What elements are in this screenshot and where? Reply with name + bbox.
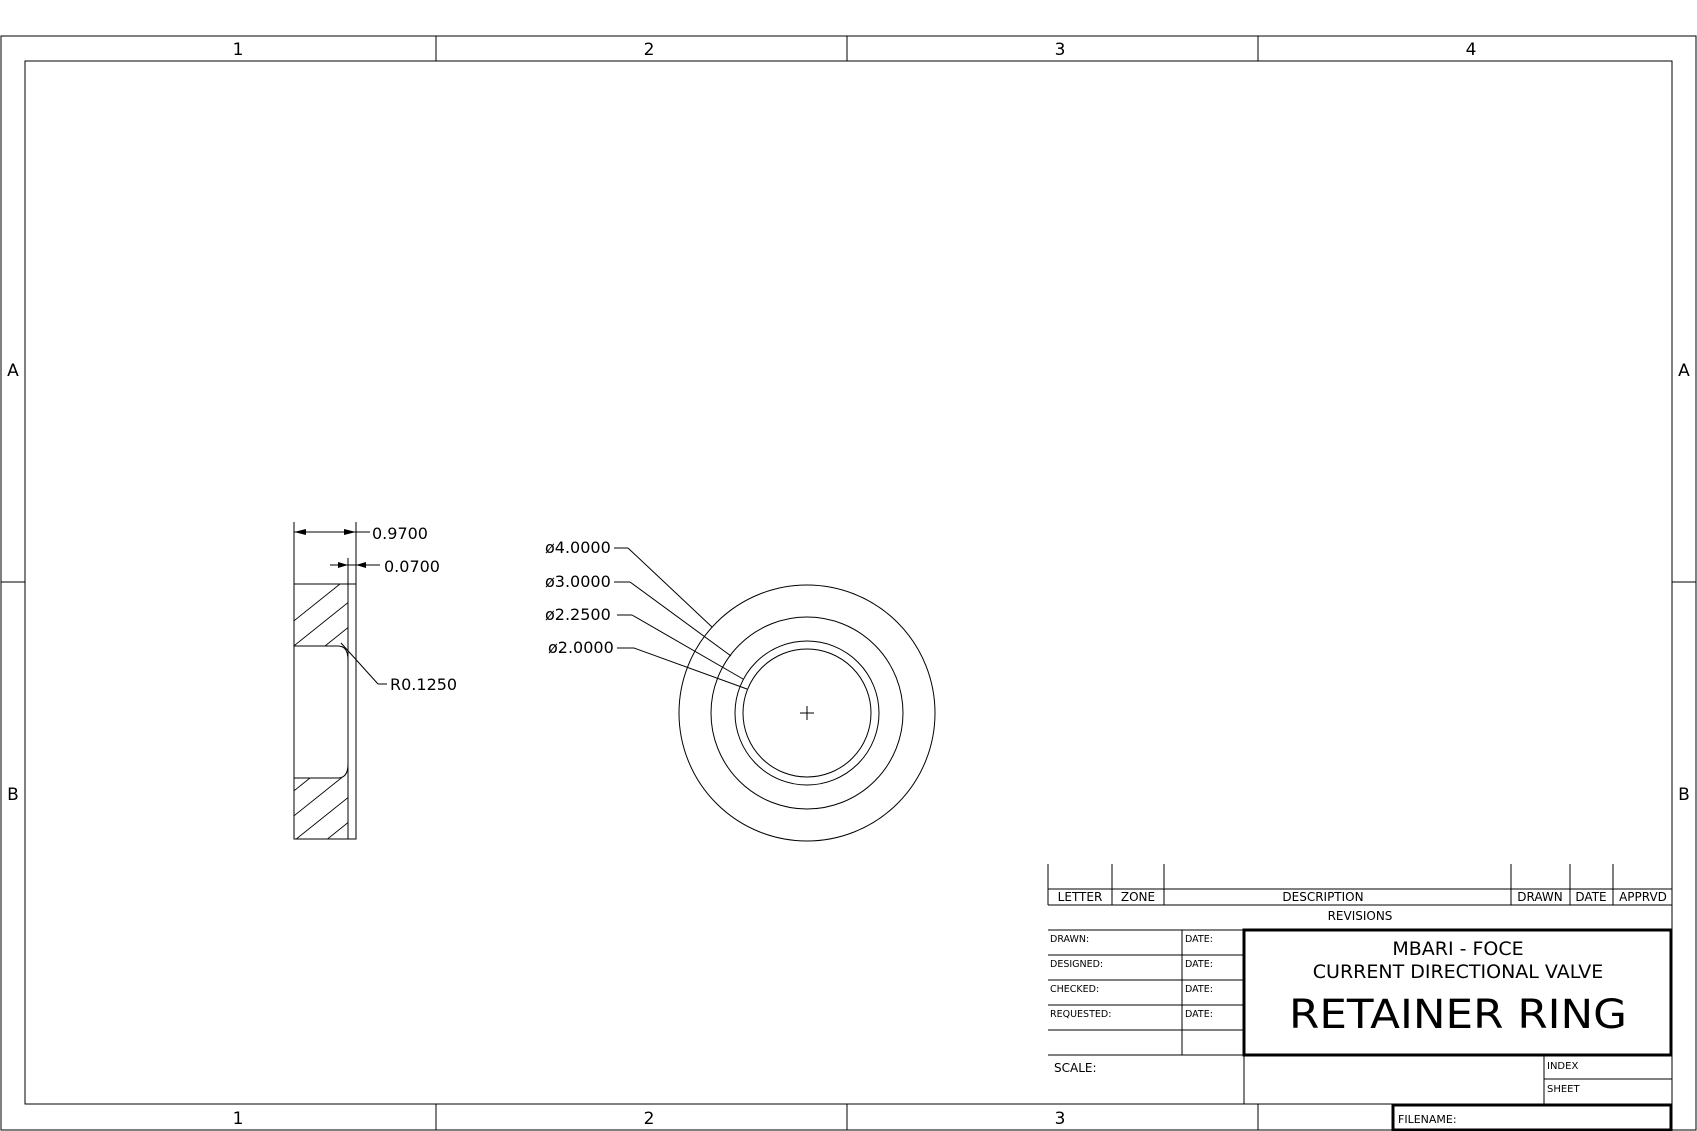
col-label-top-3: 3 [1055,40,1066,60]
col-label-bottom-2: 2 [644,1109,655,1129]
side-section-view [293,583,357,840]
title-project: CURRENT DIRECTIONAL VALVE [1313,961,1603,983]
rev-header-zone: ZONE [1121,890,1155,904]
signoff-checked: CHECKED: [1050,984,1099,995]
dia-label-2-25: ø2.2500 [545,605,611,624]
title-block: MBARI - FOCE CURRENT DIRECTIONAL VALVE R… [1242,928,1673,1057]
drawing-frame [0,35,1697,1131]
signoff-block: DRAWN: DESIGNED: CHECKED: REQUESTED: DAT… [1048,929,1672,1104]
row-label-right-a: A [1678,361,1690,381]
col-label-top-2: 2 [644,40,655,60]
revisions-block: LETTER ZONE DESCRIPTION DRAWN DATE APPRV… [1047,864,1672,923]
rev-header-date: DATE [1575,890,1606,904]
title-part: RETAINER RING [1289,992,1627,1038]
hatch-top [294,584,348,646]
diameter-callouts: ø4.0000 ø3.0000 ø2.2500 ø2.0000 [545,538,748,690]
zone-labels: 1 2 3 4 1 2 3 A B A B [7,40,1690,1129]
dia-label-3: ø3.0000 [545,572,611,591]
signoff-date-4: DATE: [1185,1009,1213,1020]
dim-step-depth: 0.0700 [384,557,440,576]
dia-label-4: ø4.0000 [545,538,611,557]
rev-header-drawn: DRAWN [1517,890,1563,904]
front-view [678,584,936,842]
hatch-bottom [294,778,348,839]
dia-label-2: ø2.0000 [548,638,614,657]
row-label-left-a: A [7,361,19,381]
col-label-top-4: 4 [1466,40,1477,60]
rev-header-apprvd: APPRVD [1619,890,1667,904]
rev-header-letter: LETTER [1058,890,1103,904]
scale-label: SCALE: [1054,1061,1097,1075]
signoff-requested: REQUESTED: [1050,1009,1111,1020]
side-dimensions: 0.9700 0.0700 R0.1250 [293,522,457,694]
signoff-date-1: DATE: [1185,934,1213,945]
title-org: MBARI - FOCE [1392,938,1523,960]
col-label-bottom-1: 1 [233,1109,244,1129]
rev-header-description: DESCRIPTION [1282,890,1363,904]
filename-box: FILENAME: [1391,1103,1673,1131]
signoff-date-3: DATE: [1185,984,1213,995]
signoff-designed: DESIGNED: [1050,959,1103,970]
revisions-title: REVISIONS [1328,909,1393,923]
row-label-left-b: B [7,785,19,805]
row-label-right-b: B [1678,785,1690,805]
col-label-top-1: 1 [233,40,244,60]
filename-label: FILENAME: [1398,1113,1457,1126]
index-label: INDEX [1547,1061,1578,1072]
dim-fillet-radius: R0.1250 [390,675,457,694]
sheet-label: SHEET [1547,1084,1581,1095]
signoff-date-2: DATE: [1185,959,1213,970]
signoff-drawn: DRAWN: [1050,934,1089,945]
dim-overall-width: 0.9700 [372,524,428,543]
col-label-bottom-3: 3 [1055,1109,1066,1129]
